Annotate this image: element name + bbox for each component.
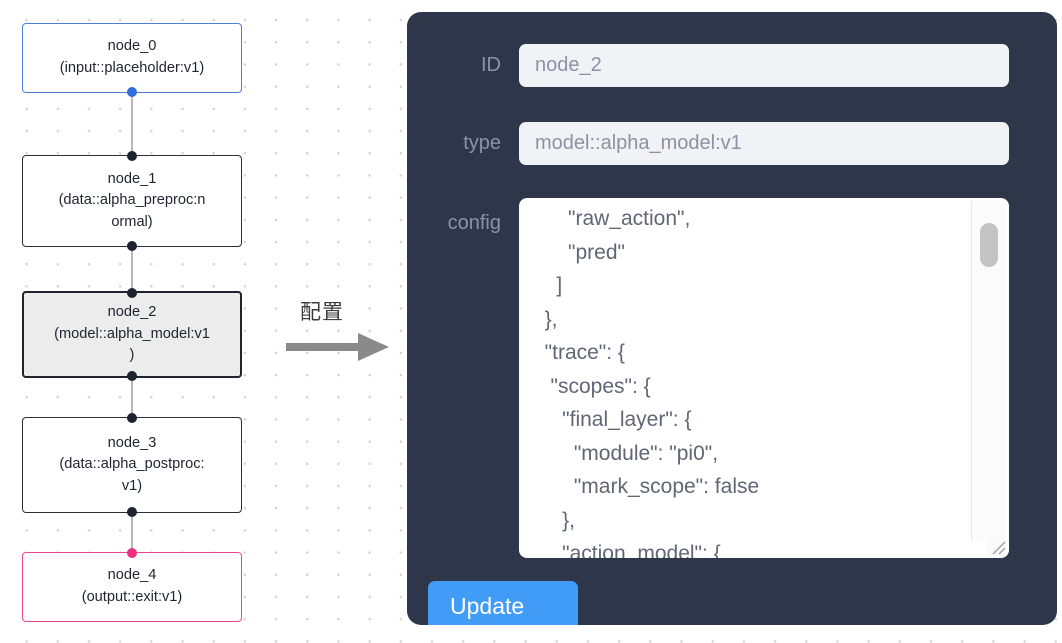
update-button[interactable]: Update bbox=[428, 581, 578, 625]
id-input[interactable] bbox=[519, 44, 1009, 87]
transform-annotation: 配置 bbox=[286, 296, 398, 366]
graph-node-node_4[interactable]: node_4 (output::exit:v1) bbox=[22, 548, 242, 622]
graph-node-node_0[interactable]: node_0 (input::placeholder:v1) bbox=[22, 23, 242, 97]
node-handle-source[interactable] bbox=[127, 241, 137, 251]
node-inspector-panel: ID type config "raw_action", "pred" ] },… bbox=[407, 12, 1057, 625]
config-field-label: config bbox=[447, 212, 501, 234]
id-field-row: ID bbox=[407, 44, 1009, 87]
edge-node1-node2 bbox=[131, 247, 133, 292]
graph-node-label: node_1 (data::alpha_preproc:n ormal) bbox=[58, 170, 206, 230]
arrow-right-icon bbox=[286, 333, 389, 361]
type-input[interactable] bbox=[519, 122, 1009, 165]
graph-node-label: node_2 (model::alpha_model:v1 ) bbox=[54, 304, 210, 364]
edge-node2-node3 bbox=[131, 377, 133, 417]
transform-caption: 配置 bbox=[300, 300, 344, 324]
node-handle-target[interactable] bbox=[127, 151, 137, 161]
node-handle-target[interactable] bbox=[127, 288, 137, 298]
vertical-scrollbar[interactable] bbox=[971, 201, 1006, 541]
node-handle-target[interactable] bbox=[127, 413, 137, 423]
graph-node-node_3[interactable]: node_3 (data::alpha_postproc: v1) bbox=[22, 413, 242, 517]
type-field-label: type bbox=[463, 132, 501, 154]
scrollbar-thumb[interactable] bbox=[980, 223, 998, 267]
node-handle-source[interactable] bbox=[127, 507, 137, 517]
resize-handle-icon[interactable] bbox=[987, 536, 1007, 556]
graph-node-label: node_3 (data::alpha_postproc: v1) bbox=[59, 434, 205, 494]
graph-node-node_2[interactable]: node_2 (model::alpha_model:v1 ) bbox=[22, 288, 242, 381]
edge-node3-node4 bbox=[131, 513, 133, 552]
config-textarea-wrap: "raw_action", "pred" ] }, "trace": { "sc… bbox=[519, 198, 1009, 558]
config-textarea[interactable]: "raw_action", "pred" ] }, "trace": { "sc… bbox=[519, 198, 1009, 558]
node-handle-target[interactable] bbox=[127, 548, 137, 558]
type-field-row: type bbox=[407, 122, 1009, 165]
id-field-label: ID bbox=[481, 54, 501, 76]
graph-node-label: node_0 (input::placeholder:v1) bbox=[59, 38, 205, 76]
node-handle-source[interactable] bbox=[127, 371, 137, 381]
node-handle-source[interactable] bbox=[127, 87, 137, 97]
graph-node-label: node_4 (output::exit:v1) bbox=[81, 567, 183, 605]
config-field-row: config "raw_action", "pred" ] }, "trace"… bbox=[407, 198, 1009, 558]
graph-node-node_1[interactable]: node_1 (data::alpha_preproc:n ormal) bbox=[22, 151, 242, 251]
edge-node0-node1 bbox=[131, 93, 133, 155]
